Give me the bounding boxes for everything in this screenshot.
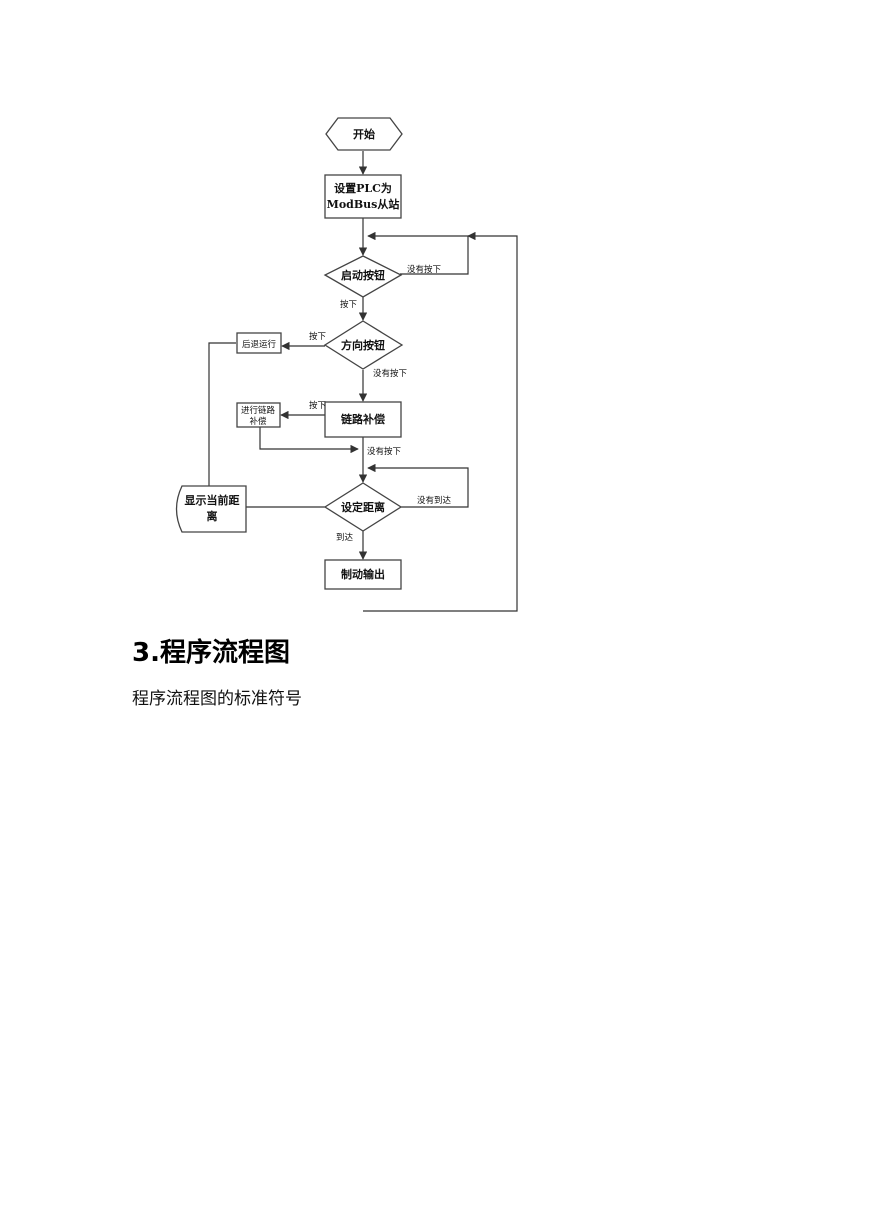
- reverse-run-label: 后退运行: [242, 339, 277, 350]
- chain-comp-node: 链路补偿: [324, 401, 402, 438]
- flowchart-diagram: 开始 设置PLC为 ModBus从站 启动按钮 方向按钮 后退运行 链路补偿 进…: [175, 117, 518, 612]
- do-chain-comp-line2: 补偿: [249, 416, 267, 427]
- edge-label-reached: 到达: [336, 532, 354, 543]
- connector-set-distance-loop: [367, 463, 469, 508]
- direction-button-decision: 方向按钮: [323, 320, 404, 370]
- section-heading: 3.程序流程图: [132, 638, 290, 668]
- display-label-line2: 离: [207, 509, 218, 523]
- edge-label-pressed-2: 按下: [309, 331, 327, 342]
- do-chain-comp-node: 进行链路 补偿: [236, 402, 281, 428]
- edge-label-pressed-3: 按下: [309, 400, 327, 411]
- brake-output-node: 制动输出: [324, 559, 402, 590]
- start-label: 开始: [353, 127, 375, 141]
- connector-do-comp-back: [259, 427, 359, 454]
- connector-display-to-reverse: [208, 342, 236, 486]
- edge-label-not-pressed-2: 没有按下: [373, 368, 408, 379]
- setup-node: 设置PLC为 ModBus从站: [324, 174, 402, 219]
- display-label-line1: 显示当前距: [185, 493, 240, 507]
- chain-comp-label: 链路补偿: [341, 412, 385, 426]
- connector-brake-return-loop: [363, 231, 518, 612]
- direction-button-label: 方向按钮: [341, 338, 385, 352]
- display-distance-node: 显示当前距 离: [175, 485, 247, 533]
- edge-label-pressed-1: 按下: [340, 299, 358, 310]
- edge-label-not-pressed-1: 没有按下: [407, 264, 442, 275]
- start-node: 开始: [325, 117, 403, 151]
- reverse-run-node: 后退运行: [236, 332, 282, 354]
- flowchart-connectors: [208, 151, 518, 612]
- connector-start-button-loop: [367, 231, 469, 275]
- do-chain-comp-line1: 进行链路: [241, 405, 276, 416]
- edge-labels: 没有按下 按下 按下 没有按下 按下 没有按下 没有到达 到达: [309, 264, 452, 543]
- start-button-label: 启动按钮: [341, 268, 385, 282]
- setup-label-line1: 设置PLC为: [334, 181, 392, 195]
- section-paragraph: 程序流程图的标准符号: [132, 689, 302, 709]
- edge-label-not-reached: 没有到达: [417, 495, 452, 506]
- start-button-decision: 启动按钮: [323, 255, 403, 298]
- edge-label-not-pressed-3: 没有按下: [367, 446, 402, 457]
- brake-output-label: 制动输出: [341, 567, 385, 581]
- set-distance-decision: 设定距离: [323, 482, 403, 532]
- set-distance-label: 设定距离: [341, 500, 385, 514]
- setup-label-line2: ModBus从站: [327, 197, 400, 211]
